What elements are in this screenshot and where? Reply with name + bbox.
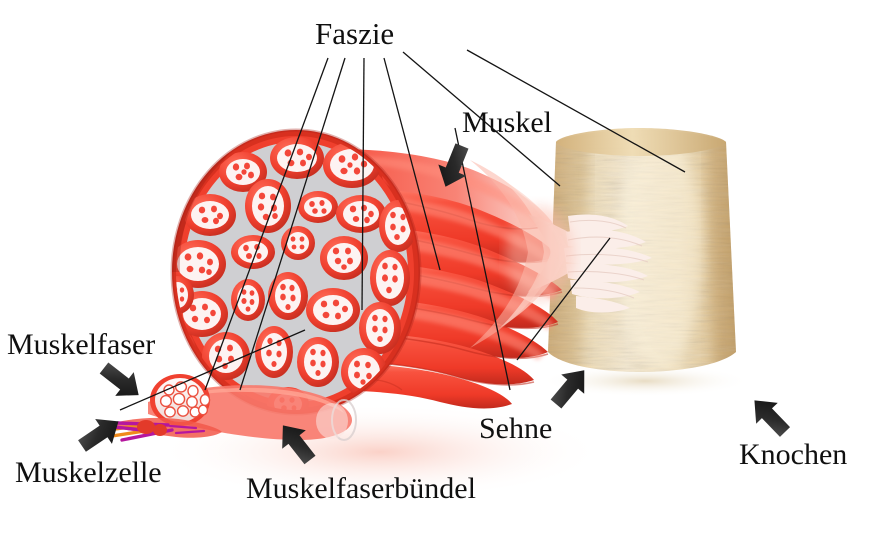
fascicle	[231, 279, 265, 321]
fascicle	[219, 152, 267, 192]
leader-faszie-1	[204, 57, 329, 391]
fascicle	[297, 337, 339, 387]
fascicle	[306, 288, 360, 332]
fascicle	[176, 330, 196, 370]
label-muskel: Muskel	[462, 106, 552, 139]
label-muskelzelle: Muskelzelle	[15, 456, 162, 489]
label-muskelfaser: Muskelfaser	[7, 328, 156, 361]
label-muskelfaserbuendel: Muskelfaserbündel	[246, 472, 476, 505]
myofibril-cross-sections	[159, 381, 211, 418]
fascicle	[176, 240, 226, 288]
tendon-muscle-blend-glow	[506, 206, 574, 302]
arrow-muskelfaser	[99, 362, 139, 396]
cross-section-left-shadow	[172, 152, 230, 272]
arrow-sehne	[550, 370, 585, 409]
fascicle-cross-section	[170, 128, 422, 416]
fascicle	[231, 235, 275, 269]
label-faszie: Faszie	[315, 16, 395, 51]
leader-faszie-6	[466, 49, 686, 173]
fascicle	[245, 179, 291, 233]
arrow-muskel	[438, 143, 469, 187]
leader-faszie-3	[361, 57, 365, 311]
leader-faszie-2	[239, 57, 346, 391]
ridge-1	[300, 155, 546, 226]
fascicle	[255, 326, 293, 378]
label-knochen: Knochen	[739, 438, 848, 471]
arrow-knochen	[754, 400, 791, 437]
fascicle	[336, 195, 386, 233]
fascicle	[176, 276, 194, 314]
arrow-muskelzelle	[78, 419, 119, 452]
fascicle	[268, 272, 308, 320]
leader-sehne	[516, 237, 611, 361]
fascicle	[298, 191, 338, 223]
bone-shading-right	[706, 130, 736, 372]
leader-lines	[119, 49, 686, 411]
fascicle	[320, 236, 368, 280]
bone-top-rim	[556, 128, 726, 156]
ground-shadow-bone	[540, 365, 750, 397]
fiber-tube-highlight	[160, 387, 344, 413]
bone-highlight	[618, 130, 702, 370]
label-sehne: Sehne	[479, 412, 553, 445]
leader-muskel	[454, 127, 511, 391]
tendon-fiber-shading	[565, 219, 649, 299]
fiber-tube-inner	[316, 403, 348, 439]
single-muscle-fiber	[106, 374, 357, 442]
fascicle	[359, 302, 401, 354]
muscle-cell-filaments	[106, 417, 222, 442]
fascicle	[184, 194, 236, 236]
leader-muskelfaser	[119, 329, 306, 411]
arrow-muskelfaserbuendel	[282, 425, 316, 465]
fascicle	[370, 250, 410, 306]
callout-arrows	[78, 143, 791, 465]
leader-faszie-5	[402, 51, 561, 187]
leader-faszie-4	[383, 57, 441, 271]
